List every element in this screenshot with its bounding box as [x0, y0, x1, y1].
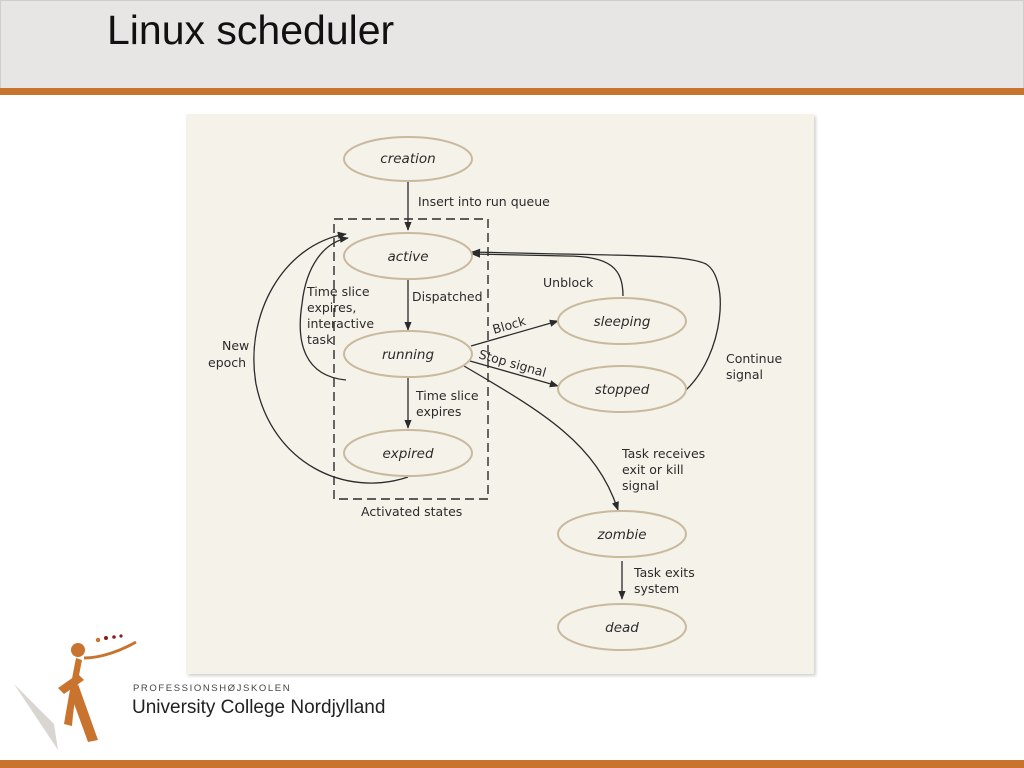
state-creation: creation [343, 136, 473, 182]
label-task-receives-2: exit or kill [622, 462, 684, 477]
footer-divider [0, 760, 1024, 768]
state-stopped: stopped [557, 365, 687, 413]
label-interactive-2: expires, [307, 300, 356, 315]
edge-interactive-arrow [299, 235, 349, 381]
label-new-epoch-1: New [222, 338, 249, 353]
edge-new-epoch-arrow [253, 231, 409, 484]
state-running-label: running [382, 347, 435, 363]
label-task-exits-1: Task exits [633, 565, 695, 580]
label-unblock: Unblock [543, 275, 594, 290]
edge-continue-arrow [471, 248, 721, 391]
diagram-canvas: Activated states creation active [208, 136, 783, 651]
label-block: Block [491, 313, 528, 337]
label-interactive-3: interactive [307, 316, 374, 331]
label-task-exits-2: system [634, 581, 679, 596]
label-timeslice-1: Time slice [415, 388, 479, 403]
label-interactive-4: task [307, 332, 334, 347]
label-interactive-1: Time slice [306, 284, 370, 299]
state-active-label: active [387, 249, 428, 265]
state-expired-label: expired [382, 446, 433, 462]
state-dead: dead [557, 603, 687, 651]
state-stopped-label: stopped [595, 382, 650, 398]
state-zombie-label: zombie [596, 527, 646, 543]
label-insert: Insert into run queue [418, 194, 550, 209]
scheduler-state-diagram: Activated states creation active [186, 114, 814, 674]
label-timeslice-2: expires [416, 404, 461, 419]
activated-states-label: Activated states [361, 504, 462, 519]
state-dead-label: dead [605, 620, 639, 636]
state-creation-label: creation [380, 151, 435, 167]
state-zombie: zombie [557, 510, 687, 558]
edge-exit-kill-arrow [463, 365, 619, 511]
state-active: active [343, 232, 473, 280]
logo-figure-icon [14, 634, 137, 750]
school-logo [14, 628, 394, 756]
edge-stop-signal-arrow [469, 360, 559, 388]
edge-unblock-arrow [471, 250, 624, 297]
label-task-receives-1: Task receives [621, 446, 705, 461]
header-divider [0, 88, 1024, 95]
label-task-receives-3: signal [622, 478, 659, 493]
label-continue-1: Continue [726, 351, 783, 366]
state-expired: expired [343, 429, 473, 477]
state-sleeping: sleeping [557, 297, 687, 345]
label-continue-2: signal [726, 367, 763, 382]
label-new-epoch-2: epoch [208, 355, 246, 370]
edge-block-arrow [470, 319, 559, 347]
slide-title: Linux scheduler [107, 7, 395, 53]
state-sleeping-label: sleeping [594, 314, 651, 330]
slide-header: Linux scheduler [0, 0, 1024, 88]
logo-school-small-text: PROFESSIONSHØJSKOLEN [133, 683, 292, 694]
state-running: running [343, 330, 473, 378]
activated-states-box [333, 218, 489, 500]
label-dispatched: Dispatched [412, 289, 483, 304]
logo-school-name: University College Nordjylland [132, 697, 386, 718]
